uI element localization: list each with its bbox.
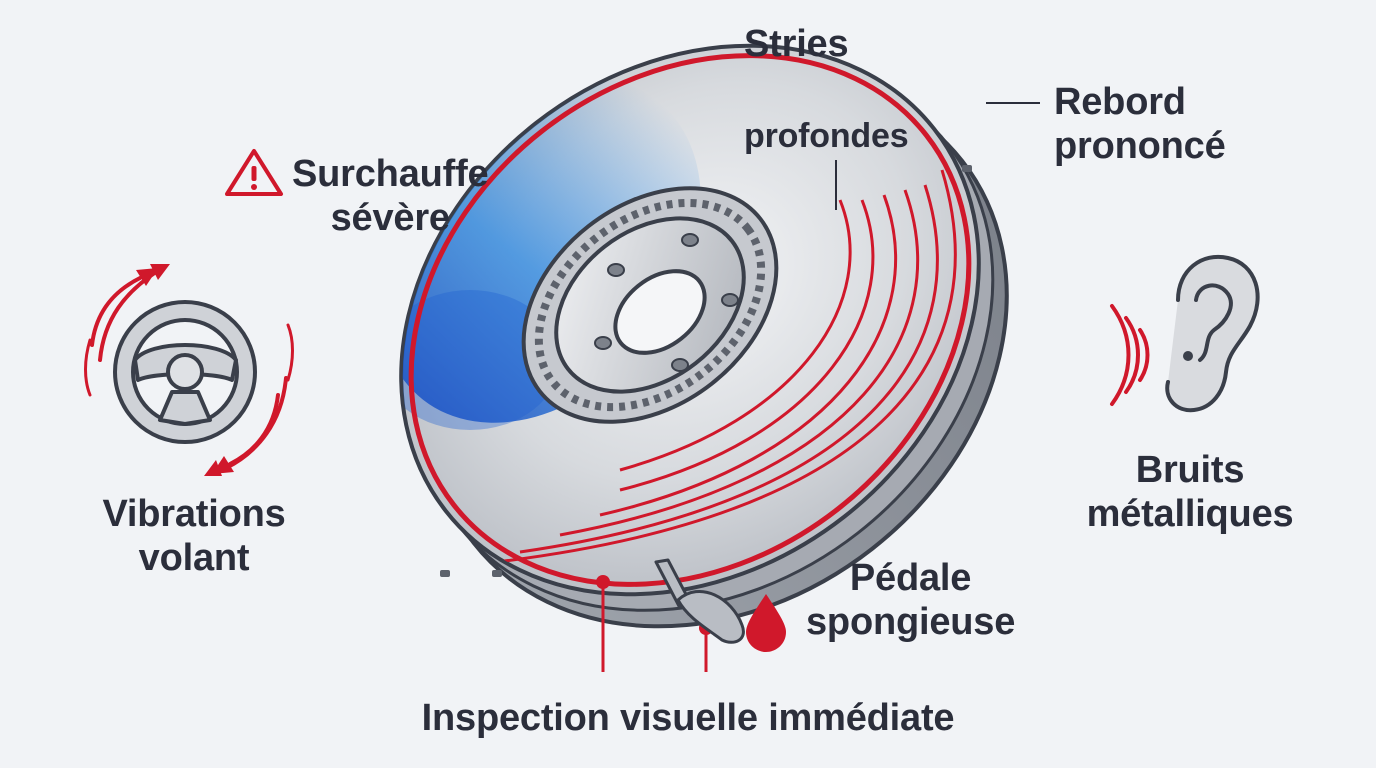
vibration-arrowheads: [136, 264, 234, 476]
steering-wheel-icon: [113, 300, 257, 444]
overheating-label-line2: sévère: [330, 197, 450, 239]
rim-lip-label: Rebord prononcé: [1054, 80, 1226, 168]
warning-triangle-icon: [225, 149, 283, 196]
grooves-label: Stries: [744, 23, 849, 65]
steering-vibration-label: Vibrations volant: [70, 492, 318, 580]
metal-noise-label-line1: Bruits: [1135, 449, 1245, 491]
grooves-depth-label: profondes: [744, 117, 909, 155]
brake-pedal-icon: [654, 558, 745, 644]
spongy-pedal-label-line1: Pédale: [849, 557, 972, 599]
inspection-caption: Inspection visuelle immédiate: [421, 697, 955, 739]
rim-lip-label-line1: Rebord: [1054, 81, 1186, 123]
overheating-label: Surchauffe sévère: [292, 152, 489, 240]
leader-lines: [835, 102, 1040, 210]
ear-icon: [1165, 254, 1260, 413]
deep-grooves: [469, 169, 957, 567]
metal-noise-label-line2: métalliques: [1086, 493, 1294, 535]
metal-noise-label: Bruits métalliques: [1058, 448, 1322, 536]
sound-waves: [1110, 304, 1150, 406]
steering-vibration-label-line1: Vibrations: [102, 493, 286, 535]
fluid-drop-icon: [746, 594, 786, 652]
spongy-pedal-label: Pédale spongieuse: [806, 556, 1015, 644]
spongy-pedal-label-line2: spongieuse: [806, 601, 1016, 643]
brake-disc-illustration: [379, 43, 1009, 629]
overheating-label-line1: Surchauffe: [292, 153, 489, 195]
rim-lip-label-line2: prononcé: [1054, 125, 1226, 167]
bolt-holes: [594, 233, 739, 372]
steering-vibration-label-line2: volant: [138, 537, 250, 579]
